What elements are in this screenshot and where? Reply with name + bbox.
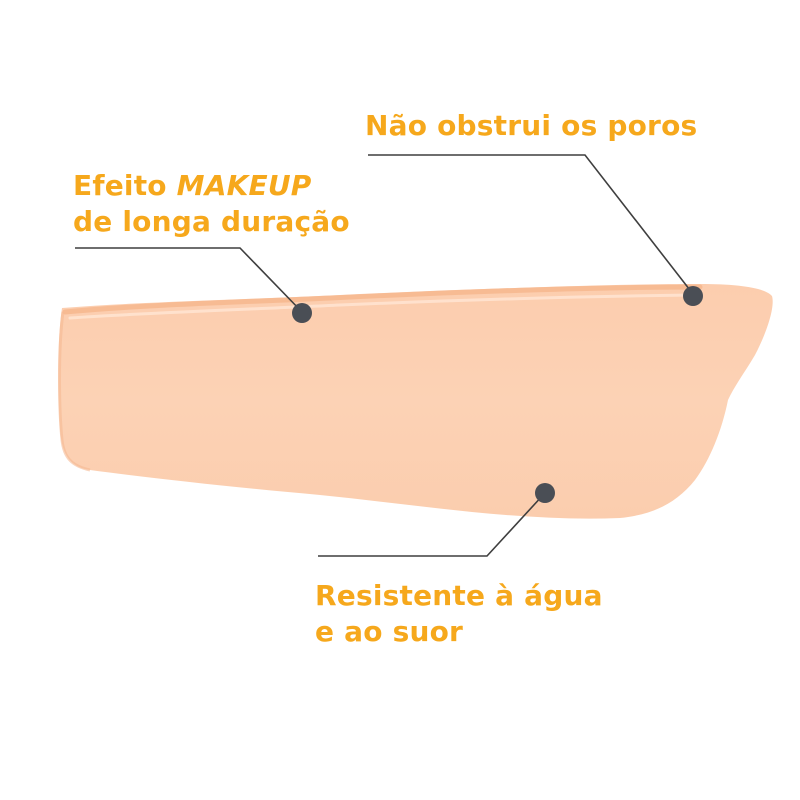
leader-line-makeup xyxy=(75,247,303,313)
callout-makeup-prefix: Efeito xyxy=(73,169,177,202)
swatch-left-edge xyxy=(58,311,91,472)
callout-water-line2: e ao suor xyxy=(315,615,464,648)
leader-line-pores xyxy=(368,154,694,295)
callout-pores-line1: Não obstrui os poros xyxy=(365,109,698,142)
swatch-edge-highlight xyxy=(62,284,703,315)
callout-dot-water xyxy=(535,483,555,503)
callout-makeup-line1: Efeito MAKEUP xyxy=(73,168,350,204)
leader-line-water xyxy=(318,493,545,557)
callout-makeup-emphasis: MAKEUP xyxy=(176,169,312,202)
callout-label-makeup: Efeito MAKEUP de longa duração xyxy=(73,168,350,240)
callout-dot-makeup xyxy=(292,303,312,323)
callout-label-pores: Não obstrui os poros xyxy=(365,108,697,144)
foundation-swatch-icon xyxy=(58,284,773,519)
callout-dot-pores xyxy=(683,286,703,306)
callout-label-water: Resistente à água e ao suor xyxy=(315,578,603,650)
swatch-top-sheen xyxy=(68,293,702,320)
callout-makeup-line2: de longa duração xyxy=(73,205,350,238)
callout-water-line1: Resistente à água xyxy=(315,579,603,612)
